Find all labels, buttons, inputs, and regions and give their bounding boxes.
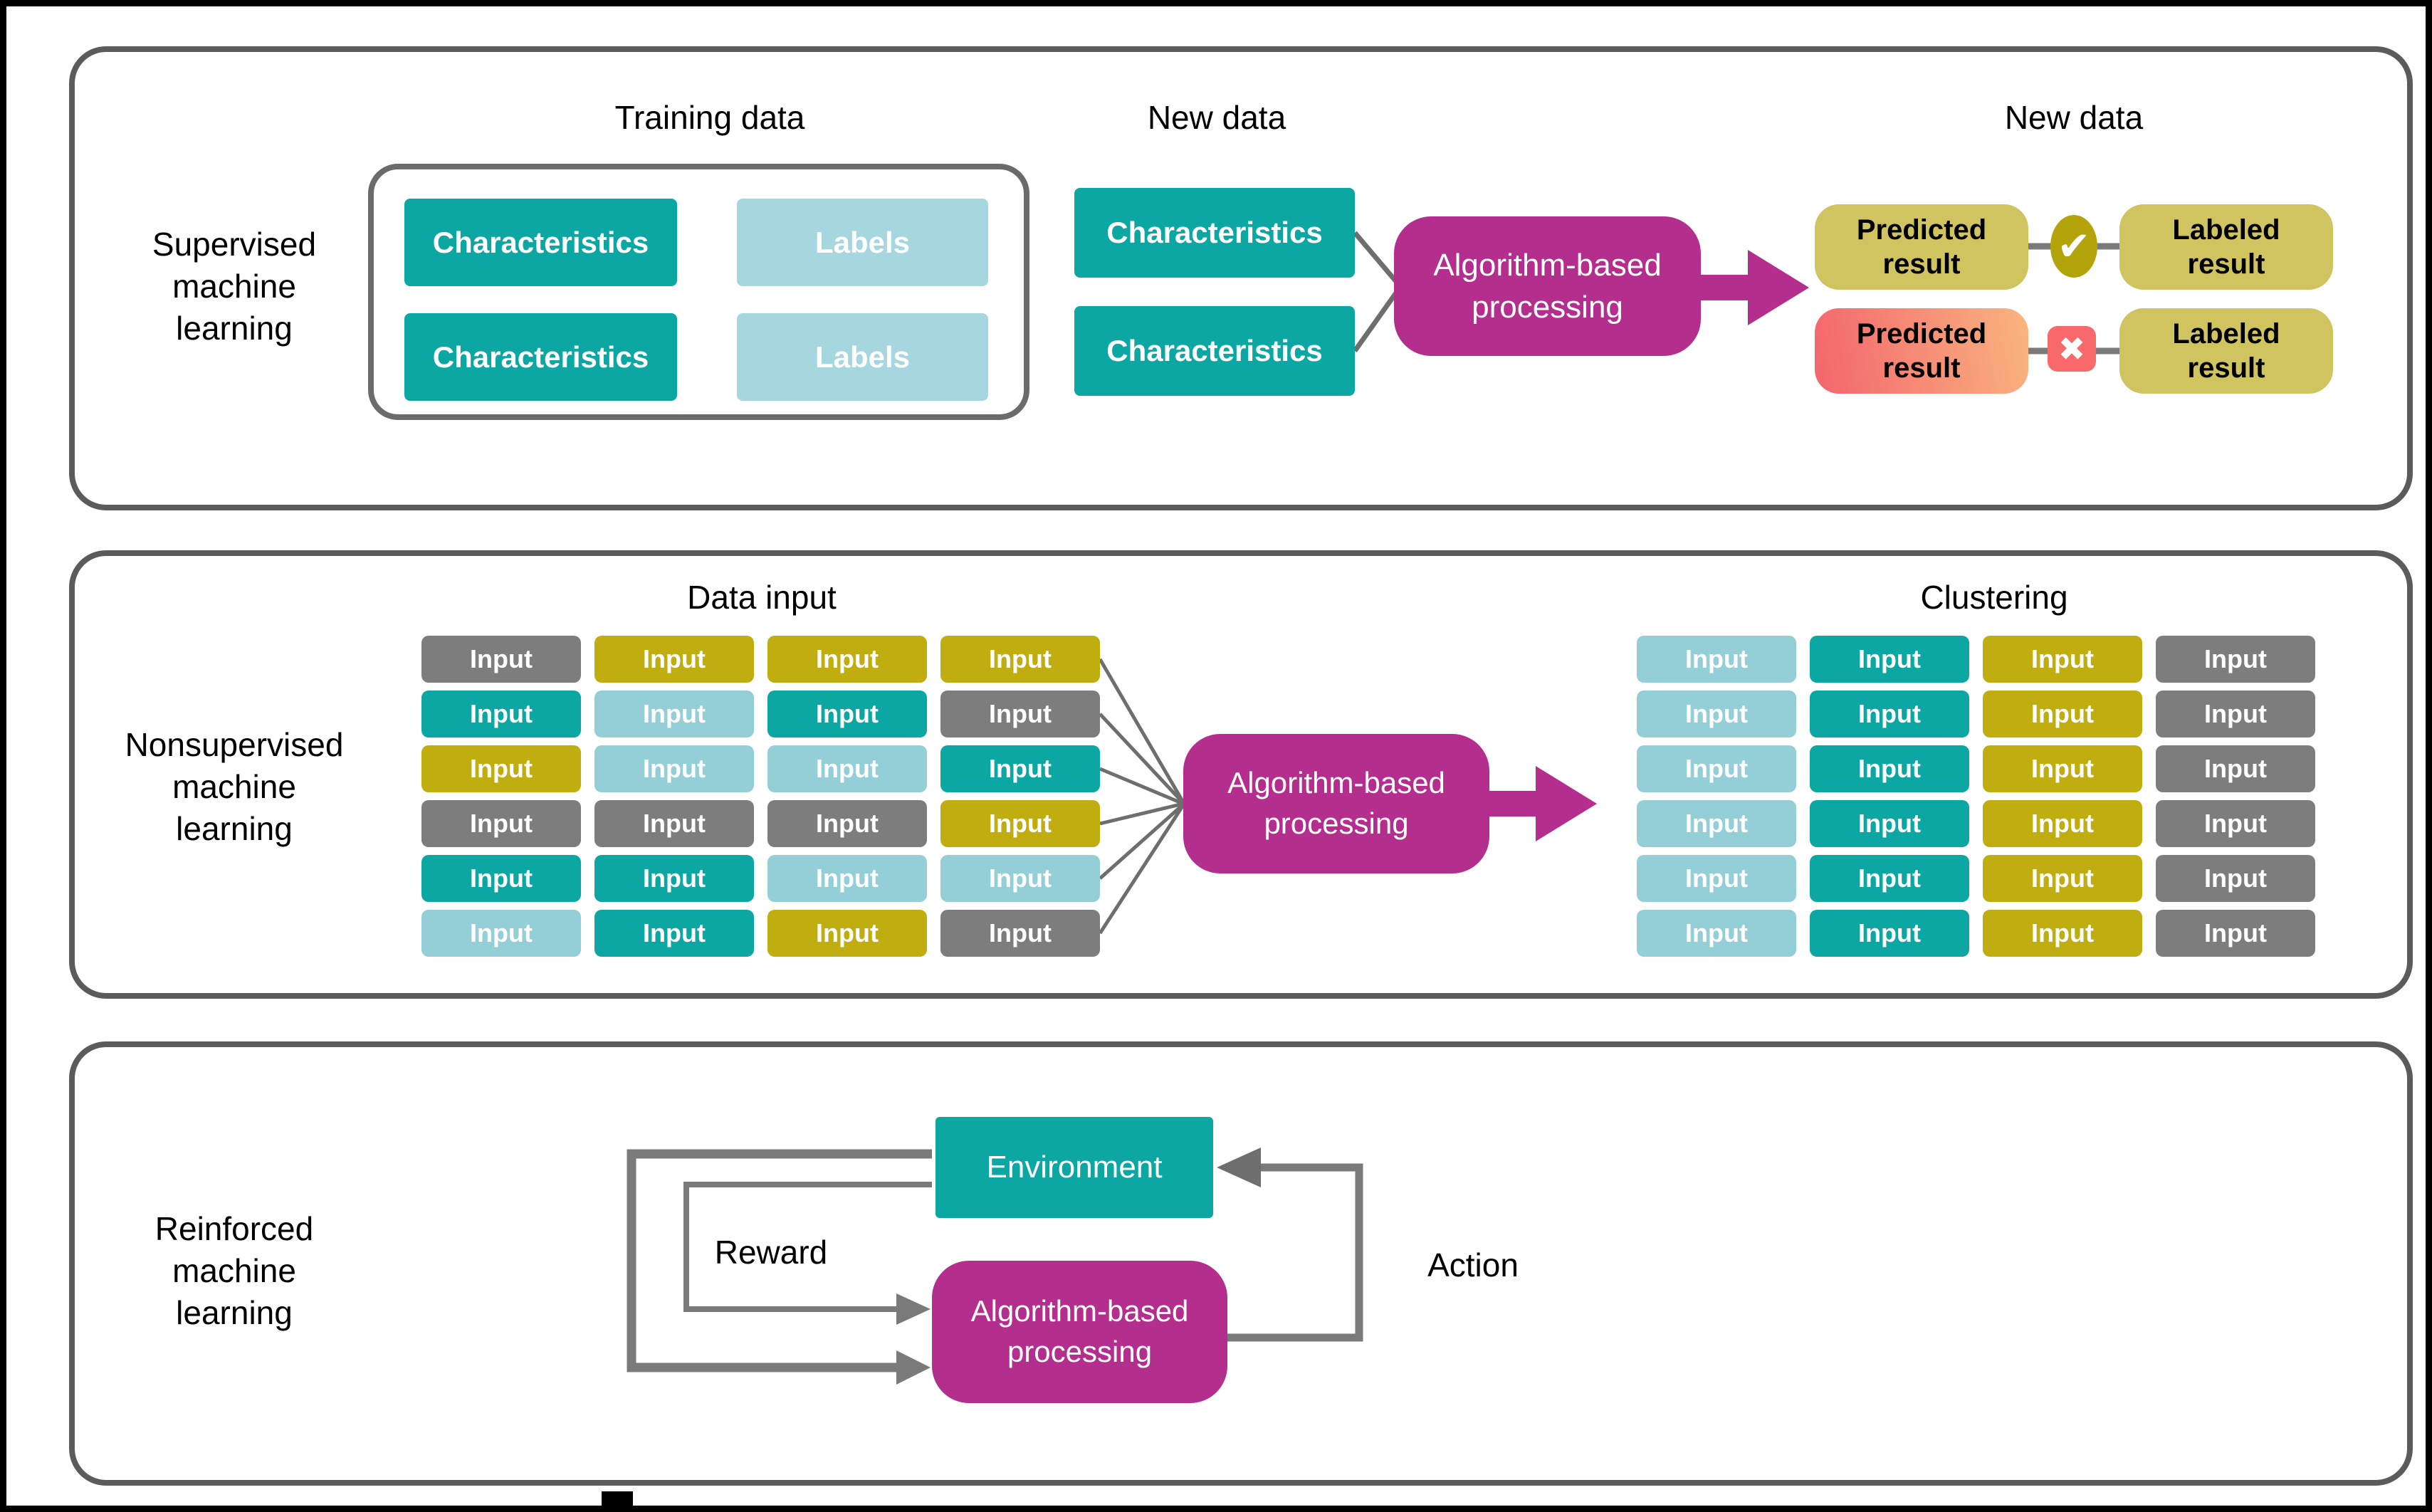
input-cell: Input xyxy=(1810,691,1969,737)
input-cell: Input xyxy=(767,636,927,683)
input-cell: Input xyxy=(1983,745,2142,792)
input-cell: Input xyxy=(2156,800,2315,847)
input-cell: Input xyxy=(767,691,927,737)
connector-lines-layer xyxy=(627,231,2119,1385)
reinforced-outer-arrowhead xyxy=(896,1350,931,1385)
input-cell: Input xyxy=(940,800,1100,847)
input-cell: Input xyxy=(1637,745,1796,792)
reinforced-panel xyxy=(69,1041,2413,1486)
input-cell: Input xyxy=(1637,855,1796,902)
reinforced-reward-arrowhead xyxy=(896,1293,931,1325)
new-data-heading-left: New data xyxy=(1147,99,1286,136)
input-cell: Input xyxy=(1810,636,1969,683)
characteristics-box: Characteristics xyxy=(404,313,677,401)
nonsupervised-section-label: Nonsupervised machine learning xyxy=(125,726,344,847)
labels-box: Labels xyxy=(737,199,988,286)
input-cell: Input xyxy=(421,636,581,683)
data-input-heading: Data input xyxy=(687,579,837,616)
training-data-heading: Training data xyxy=(614,99,805,136)
input-cell: Input xyxy=(421,745,581,792)
input-cell: Input xyxy=(767,910,927,957)
new-data-heading-right: New data xyxy=(2004,99,2144,136)
input-cell: Input xyxy=(1983,910,2142,957)
input-cell: Input xyxy=(1983,800,2142,847)
reinforced-action-line xyxy=(1227,1163,1363,1342)
input-cell: Input xyxy=(421,910,581,957)
input-cell: Input xyxy=(1810,800,1969,847)
input-cell: Input xyxy=(2156,745,2315,792)
input-cell: Input xyxy=(2156,636,2315,683)
input-cell: Input xyxy=(767,800,927,847)
input-cell: Input xyxy=(940,745,1100,792)
predicted-result-incorrect-box: Predicted result xyxy=(1815,308,2028,394)
input-cell: Input xyxy=(421,855,581,902)
input-cell: Input xyxy=(2156,691,2315,737)
input-cell: Input xyxy=(940,691,1100,737)
input-cell: Input xyxy=(940,636,1100,683)
labeled-result-box: Labeled result xyxy=(2119,308,2333,394)
new-data-characteristics-box: Characteristics xyxy=(1074,306,1355,396)
reward-label: Reward xyxy=(714,1234,828,1271)
input-cell: Input xyxy=(421,691,581,737)
nonsupervised-flow-arrow xyxy=(1489,766,1597,841)
clustering-heading: Clustering xyxy=(1920,579,2068,616)
input-cell: Input xyxy=(2156,910,2315,957)
input-cell: Input xyxy=(940,855,1100,902)
reinforced-outer-loop xyxy=(627,1149,932,1372)
input-cell: Input xyxy=(421,800,581,847)
labels-box: Labels xyxy=(737,313,988,401)
newdata-connector-lines xyxy=(1353,231,1400,353)
input-cell: Input xyxy=(1810,910,1969,957)
input-cell: Input xyxy=(594,691,754,737)
fan-lines xyxy=(1098,658,1185,935)
environment-box: Environment xyxy=(935,1117,1213,1218)
input-cell: Input xyxy=(594,800,754,847)
input-cell: Input xyxy=(1637,800,1796,847)
input-cell: Input xyxy=(594,855,754,902)
reinforced-section-label: Reinforced machine learning xyxy=(154,1210,314,1331)
input-cell: Input xyxy=(594,910,754,957)
input-cell: Input xyxy=(1810,855,1969,902)
reinforced-action-arrowhead xyxy=(1217,1148,1261,1187)
input-cell: Input xyxy=(1637,691,1796,737)
nonsupervised-panel xyxy=(69,550,2413,999)
algorithm-processing-box: Algorithm-based processing xyxy=(1183,734,1489,873)
supervised-flow-arrow xyxy=(1701,250,1809,325)
input-cell: Input xyxy=(1637,910,1796,957)
cross-icon: ✖ xyxy=(2048,326,2096,372)
supervised-panel xyxy=(69,46,2413,510)
input-cell: Input xyxy=(594,636,754,683)
algorithm-processing-box: Algorithm-based processing xyxy=(932,1261,1227,1403)
predicted-result-correct-box: Predicted result xyxy=(1815,204,2028,290)
supervised-section-label: Supervised machine learning xyxy=(152,226,317,347)
input-cell: Input xyxy=(940,910,1100,957)
new-data-characteristics-box: Characteristics xyxy=(1074,188,1355,278)
input-cell: Input xyxy=(1810,745,1969,792)
input-cell: Input xyxy=(1983,636,2142,683)
check-icon: ✔ xyxy=(2050,215,2097,278)
algorithm-processing-box: Algorithm-based processing xyxy=(1394,216,1701,356)
input-cell: Input xyxy=(2156,855,2315,902)
reinforced-reward-loop xyxy=(683,1182,932,1312)
bottom-border-mark xyxy=(602,1491,633,1506)
labeled-result-box: Labeled result xyxy=(2119,204,2333,290)
input-cell: Input xyxy=(767,745,927,792)
input-cell: Input xyxy=(1983,855,2142,902)
action-label: Action xyxy=(1427,1246,1519,1283)
input-cell: Input xyxy=(767,855,927,902)
characteristics-box: Characteristics xyxy=(404,199,677,286)
input-cell: Input xyxy=(1983,691,2142,737)
input-cell: Input xyxy=(594,745,754,792)
input-cell: Input xyxy=(1637,636,1796,683)
